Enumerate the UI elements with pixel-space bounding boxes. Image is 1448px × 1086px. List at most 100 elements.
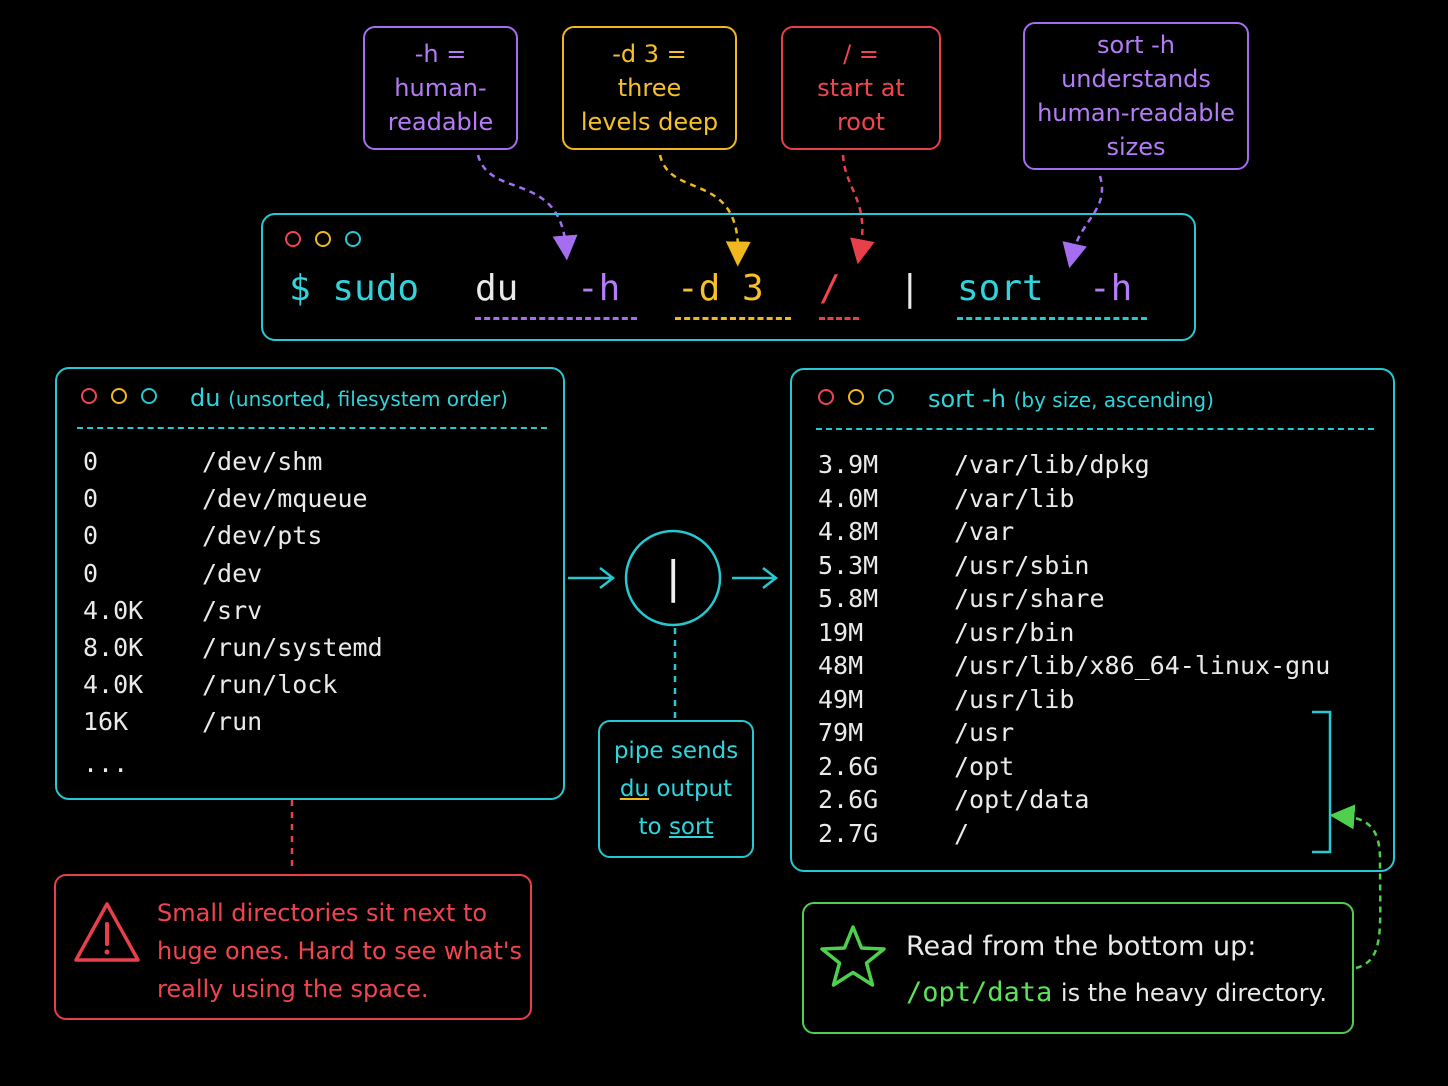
row-size: 5.8M (818, 584, 879, 613)
note-line: sizes (1106, 133, 1166, 161)
pipe-symbol: | (660, 552, 687, 603)
window-dot-red-icon (818, 389, 834, 405)
note-line: readable (387, 108, 494, 136)
du-title-text: du (190, 384, 221, 412)
h-flag-note: -h = human- readable (363, 26, 518, 150)
row-path: /usr/lib/x86_64-linux-gnu (954, 651, 1331, 680)
window-dot-yellow-icon (315, 231, 331, 247)
row-size: 4.0K (83, 670, 144, 700)
tip-text: Read from the bottom up: /opt/data is th… (906, 924, 1327, 1016)
bottom-rows-bracket (1312, 710, 1332, 854)
note-line: levels deep (580, 108, 719, 136)
root-note-arrow (841, 154, 875, 265)
pipe-note-line2: du output (600, 770, 752, 808)
row-path: /var/lib/dpkg (954, 450, 1150, 479)
row-path: /usr/bin (954, 617, 1075, 647)
tip-connector-arrow (1329, 804, 1382, 970)
command-pipe: | (899, 268, 921, 309)
warning-callout: Small directories sit next to huge ones.… (54, 874, 532, 1020)
row-size: 0 (83, 521, 99, 551)
row-path: /opt/data (954, 785, 1090, 814)
row-size: 4.8M (818, 517, 879, 546)
pipe-note-line1: pipe sends (613, 738, 739, 764)
pipe-note-to: to (638, 814, 662, 840)
note-line: -h = (414, 40, 467, 68)
window-dot-yellow-icon (111, 388, 127, 404)
window-dot-red-icon (285, 231, 301, 247)
du-window: du (unsorted, filesystem order) 0/dev/sh… (55, 367, 565, 800)
warning-text: Small directories sit next to huge ones.… (157, 894, 522, 1008)
row-size: 4.0K (83, 595, 144, 625)
du-window-title: du (unsorted, filesystem order) (190, 384, 508, 412)
row-path: /dev/shm (202, 447, 323, 476)
command-sort-h: -h (1089, 268, 1133, 309)
window-dot-yellow-icon (848, 389, 864, 405)
row-size: 4.0M (818, 483, 879, 513)
row-path: /usr (954, 718, 1015, 747)
command-h-flag: -h (577, 268, 621, 309)
row-path: /usr/sbin (954, 550, 1090, 580)
row-size: 16K (83, 707, 129, 737)
pipe-note-sort: sort (668, 814, 714, 840)
row-size: 49M (818, 684, 864, 714)
command-du: du (475, 268, 519, 309)
row-path: / (954, 818, 970, 848)
row-size: 0 (83, 447, 99, 476)
note-line: understands (1061, 65, 1211, 93)
warning-line: really using the space. (157, 975, 429, 1003)
sort-h-note: sort -h understands human-readable sizes (1023, 22, 1249, 170)
note-line: -d 3 = (612, 40, 687, 68)
sort-title-text: sort -h (928, 385, 1006, 413)
command-window: $ sudo du -h -d 3 / | sort -h (261, 213, 1196, 341)
row-size: 5.3M (818, 550, 879, 580)
row-path: /var (954, 517, 1015, 546)
note-line: root (836, 108, 886, 136)
sort-h-underline (957, 317, 1147, 320)
command-root: / (819, 268, 841, 309)
sort-window-title: sort -h (by size, ascending) (928, 385, 1214, 413)
row-path: /srv (202, 595, 263, 625)
tip-line1: Read from the bottom up: (906, 931, 1257, 962)
row-path: /opt (954, 751, 1015, 781)
command-prompt: $ sudo (289, 268, 420, 309)
du-to-pipe-arrow (568, 567, 616, 589)
du-ellipsis: ... (83, 749, 129, 778)
note-line: human- (394, 74, 487, 102)
note-line: / = (843, 40, 879, 68)
window-dot-cyan-icon (345, 231, 361, 247)
row-size: 8.0K (83, 633, 144, 662)
row-path: /dev (202, 558, 263, 588)
row-path: /run/systemd (202, 633, 383, 662)
pipe-to-sort-arrow (732, 567, 779, 589)
row-size: 0 (83, 558, 99, 588)
du-h-underline (475, 317, 637, 320)
tip-path: /opt/data (906, 977, 1053, 1008)
row-path: /run (202, 707, 263, 737)
window-dot-red-icon (81, 388, 97, 404)
sort-subtitle-text: (by size, ascending) (1013, 388, 1214, 412)
du-subtitle-text: (unsorted, filesystem order) (228, 387, 508, 411)
du-header-separator (77, 427, 547, 429)
pipe-circle (624, 529, 722, 627)
row-path: /var/lib (954, 483, 1075, 513)
d-flag-note: -d 3 = three levels deep (562, 26, 737, 150)
note-line: start at (817, 74, 905, 102)
row-size: 3.9M (818, 450, 879, 479)
sort-header-separator (816, 428, 1374, 430)
row-size: 48M (818, 651, 864, 680)
command-d-flag: -d 3 (677, 268, 764, 309)
d3-underline (675, 317, 791, 320)
row-size: 2.7G (818, 818, 879, 848)
row-size: 2.6G (818, 751, 879, 781)
note-line: three (617, 74, 682, 102)
tip-callout: Read from the bottom up: /opt/data is th… (802, 902, 1354, 1034)
row-size: 0 (83, 484, 99, 514)
pipe-note: pipe sends du output to sort (598, 720, 754, 858)
note-line: sort -h (1097, 31, 1175, 59)
h-note-arrow (476, 154, 578, 261)
window-dot-cyan-icon (141, 388, 157, 404)
row-path: /run/lock (202, 670, 338, 700)
tip-rest: is the heavy directory. (1060, 979, 1328, 1007)
warning-line: huge ones. Hard to see what's (157, 937, 522, 965)
